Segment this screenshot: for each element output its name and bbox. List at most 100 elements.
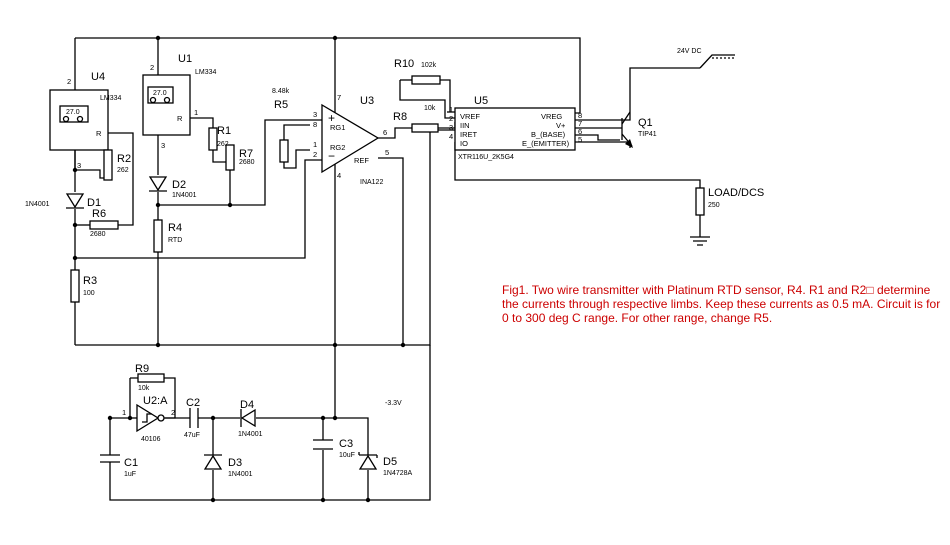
supply-terminal: 24V DC (677, 48, 735, 69)
c2-ref: C2 (186, 397, 200, 409)
u1-ref: U1 (178, 53, 192, 65)
u5-pin-6: 6 (578, 127, 582, 136)
c3-capacitor: C3 10uF (313, 438, 355, 459)
u3-pin-8: 8 (313, 120, 317, 129)
d5-value: 1N4728A (383, 470, 413, 477)
c1-value: 1uF (124, 471, 136, 478)
d1-ref: D1 (87, 197, 101, 209)
r4-rtd: R4 RTD (153, 219, 182, 253)
u2-inverter: U2:A 40106 1 2 (122, 395, 175, 443)
r8-resistor: R8 (393, 111, 439, 133)
r9-resistor: R9 10k (135, 363, 165, 392)
u3-pin-7: 7 (337, 93, 341, 102)
u4-ref: U4 (91, 71, 105, 83)
u4-lm334: 27.0 R U4 LM334 2 3 (49, 71, 122, 170)
u4-value: LM334 (100, 95, 122, 102)
u5-value: XTR116U_2K5G4 (458, 154, 514, 161)
r3-value: 100 (83, 290, 95, 297)
q1-transistor: Q1 TIP41 (621, 111, 657, 148)
u4-pin-3: 3 (77, 161, 81, 170)
d3-ref: D3 (228, 457, 242, 469)
q1-ref: Q1 (638, 117, 653, 129)
u3-pin-2: 2 (313, 150, 317, 159)
u1-display: 27.0 (153, 90, 167, 97)
r9-ref: R9 (135, 363, 149, 375)
r9-value: 10k (138, 385, 150, 392)
u5-vplus: V+ (556, 121, 566, 130)
r4-value: RTD (168, 237, 182, 244)
d5-ref: D5 (383, 456, 397, 468)
wires (74, 37, 701, 501)
u5-vreg: VREG (541, 112, 562, 121)
u4-pin-2: 2 (67, 77, 71, 86)
u5-io: IO (460, 139, 468, 148)
u3-value: INA122 (360, 179, 383, 186)
d4-value: 1N4001 (238, 431, 263, 438)
d1-value: 1N4001 (25, 201, 50, 208)
c1-ref: C1 (124, 457, 138, 469)
r10-value: 102k (421, 62, 437, 69)
u5-pin-4: 4 (449, 132, 453, 141)
r6-ref: R6 (92, 208, 106, 220)
u2-value: 40106 (141, 436, 161, 443)
junction-dots (72, 35, 406, 503)
r1-resistor: R1 262 (208, 125, 231, 151)
c2-value: 47uF (184, 432, 200, 439)
u5-vref: VREF (460, 112, 480, 121)
r7-ref: R7 (239, 148, 253, 160)
r1-ref: R1 (217, 125, 231, 137)
u1-pin-3: 3 (161, 141, 165, 150)
u1-lm334: 27.0 R U1 LM334 2 1 3 (142, 53, 217, 150)
r10-resistor: R10 102k 10k (394, 58, 441, 112)
u3-ina122: + − RG1 RG2 REF U3 INA122 3 8 1 2 7 6 4 … (313, 93, 389, 186)
u3-minus: − (328, 149, 335, 163)
c3-ref: C3 (339, 438, 353, 450)
d2-value: 1N4001 (172, 192, 197, 199)
d5-zener: D5 1N4728A (358, 452, 413, 477)
u3-rg1: RG1 (330, 123, 345, 132)
u2-ref: U2:A (143, 395, 168, 407)
r3-ref: R3 (83, 275, 97, 287)
u3-pin-1: 1 (313, 140, 317, 149)
u2-pin-1: 1 (122, 408, 126, 417)
r8-ref: R8 (393, 111, 407, 123)
u3-pin-6: 6 (383, 128, 387, 137)
ground-symbol (690, 236, 710, 246)
d3-diode: D3 1N4001 (203, 454, 253, 478)
d4-ref: D4 (240, 399, 254, 411)
c3-value: 10uF (339, 452, 355, 459)
u4-display: 27.0 (66, 109, 80, 116)
r2-ref: R2 (117, 153, 131, 165)
u2-pin-2: 2 (171, 408, 175, 417)
supply-label: 24V DC (677, 48, 702, 55)
d2-ref: D2 (172, 179, 186, 191)
u5-pin-3: 3 (449, 123, 453, 132)
u5-iin: IIN (460, 121, 470, 130)
r8-value: 10k (424, 105, 436, 112)
load-resistor: LOAD/DCS 250 (695, 187, 764, 216)
u3-ref-pin: REF (354, 156, 369, 165)
d4-diode: D4 1N4001 (238, 399, 263, 438)
u5-ref: U5 (474, 95, 488, 107)
load-value: 250 (708, 202, 720, 209)
figure-caption: Fig1. Two wire transmitter with Platinum… (502, 283, 941, 325)
r2-value: 262 (117, 167, 129, 174)
r10-ref: R10 (394, 58, 414, 70)
r3-resistor: R3 100 (70, 269, 97, 303)
d3-value: 1N4001 (228, 471, 253, 478)
r7-resistor: R7 2680 (225, 144, 255, 171)
u3-rg2: RG2 (330, 143, 345, 152)
u5-emitter: E_(EMITTER) (522, 139, 570, 148)
r1-value: 262 (217, 141, 229, 148)
u5-pin-7: 7 (578, 119, 582, 128)
u5-xtr116: VREF IIN IRET IO VREG V+ B_(BASE) E_(EMI… (449, 95, 582, 161)
u1-pin-1: 1 (194, 108, 198, 117)
u5-pin-2: 2 (449, 114, 453, 123)
u1-value: LM334 (195, 69, 217, 76)
d1-diode: D1 1N4001 (25, 193, 101, 209)
load-ref: LOAD/DCS (708, 187, 764, 199)
u1-pin-2: 2 (150, 63, 154, 72)
u3-plus: + (328, 111, 335, 125)
u5-pin-8: 8 (578, 111, 582, 120)
